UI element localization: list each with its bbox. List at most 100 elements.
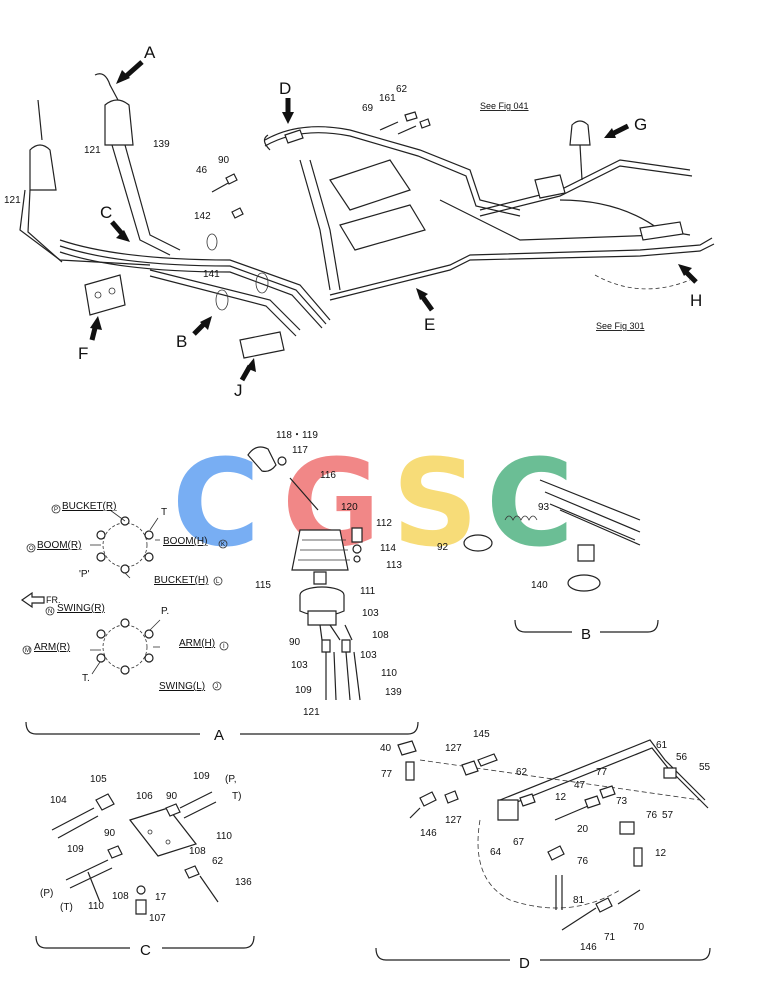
arrow-d	[282, 98, 294, 124]
mark: K	[221, 542, 225, 548]
label-arrow-c: C	[100, 203, 112, 222]
part-label: 55	[699, 762, 711, 773]
part-label: 116	[320, 470, 336, 481]
arrow-e	[416, 288, 435, 312]
mark: O	[29, 546, 34, 552]
mark: L	[216, 579, 220, 585]
caption-b: B	[581, 626, 591, 643]
part-label: 108	[189, 846, 206, 857]
arrow-j	[239, 358, 256, 382]
mark: J	[215, 684, 218, 690]
part-label: 108	[372, 630, 389, 641]
watermark-letter: C	[172, 435, 260, 574]
label-arrow-b: B	[176, 332, 187, 351]
part-label: 109	[193, 771, 210, 782]
part-label: 76	[646, 810, 658, 821]
part-label: 127	[445, 815, 462, 826]
label-arrow-g: G	[634, 115, 647, 134]
mark: M	[25, 648, 30, 654]
part-label: 136	[235, 877, 252, 888]
part-label: 77	[596, 767, 608, 778]
part-label: 77	[381, 769, 393, 780]
label-t-port: T	[161, 507, 167, 518]
part-label: 121	[4, 195, 21, 206]
label-arrow-j: J	[234, 381, 243, 400]
part-label: 108	[112, 891, 129, 902]
label-arrow-d: D	[279, 79, 291, 98]
panel-d: 40 77 127 145 61 56 55 62 47 77 12 73 14…	[375, 729, 711, 972]
cgsc-watermark: C G S C	[172, 435, 574, 574]
label-arrow-e: E	[424, 315, 435, 334]
label-arm-r: ARM(R)	[34, 642, 70, 653]
part-label: 146	[420, 828, 437, 839]
port-label: (P)	[40, 888, 53, 899]
port-label: (T)	[60, 902, 73, 913]
ref-fig-041: See Fig 041	[480, 101, 529, 111]
part-label: 90	[289, 637, 301, 648]
part-label: 62	[212, 856, 224, 867]
part-label: 71	[604, 932, 616, 943]
label-p-port: 'P'	[79, 569, 90, 580]
part-label: 110	[216, 831, 232, 842]
part-label: 113	[386, 560, 402, 571]
part-label: 117	[292, 445, 308, 456]
label-t2-port: T.	[82, 673, 90, 684]
watermark-letter: C	[486, 435, 574, 574]
part-label: 139	[385, 687, 402, 698]
part-label: 76	[577, 856, 589, 867]
label-arrow-a: A	[144, 43, 156, 62]
part-label: 115	[255, 580, 271, 591]
label-boom-r: BOOM(R)	[37, 540, 81, 551]
watermark-letter: S	[392, 435, 478, 574]
part-label: 111	[360, 586, 376, 597]
part-label: 142	[194, 211, 211, 222]
panel-a: BUCKET(R) BOOM(R) BOOM(H) 'P' T BUCKET(H…	[20, 430, 419, 744]
part-label: 12	[655, 848, 667, 859]
part-label: 67	[513, 837, 525, 848]
label-bucket-r: BUCKET(R)	[62, 501, 116, 512]
part-label: 103	[362, 608, 379, 619]
part-label: 139	[153, 139, 170, 150]
part-label: 161	[379, 93, 396, 104]
part-label: 90	[166, 791, 178, 802]
arrow-f	[89, 316, 102, 341]
part-label: 121	[84, 145, 101, 156]
part-label: 17	[155, 892, 167, 903]
label-front: FR.	[46, 595, 61, 605]
arrow-c	[110, 220, 130, 242]
label-p2-port: P.	[161, 606, 169, 617]
part-label: 105	[90, 774, 107, 785]
overview-assembly: A B C D E F G H J See Fig 041 See Fig 30…	[4, 43, 715, 400]
part-label: 73	[616, 796, 628, 807]
part-label: 109	[67, 844, 84, 855]
panel-c: 105 104 106 109 90 90 110 108 109 62 136…	[35, 771, 255, 959]
part-label: 118・119	[276, 430, 318, 441]
port-label: T)	[232, 791, 241, 802]
label-bucket-h: BUCKET(H)	[154, 575, 208, 586]
part-label: 120	[341, 502, 358, 513]
label-boom-h: BOOM(H)	[163, 536, 207, 547]
part-label: 92	[437, 542, 449, 553]
label-arrow-h: H	[690, 291, 702, 310]
part-label: 62	[396, 84, 408, 95]
part-label: 46	[196, 165, 208, 176]
part-label: 140	[531, 580, 548, 591]
port-label: (P,	[225, 774, 237, 785]
part-label: 110	[88, 901, 104, 912]
label-arrow-f: F	[78, 344, 88, 363]
part-label: 64	[490, 847, 502, 858]
part-label: 104	[50, 795, 67, 806]
part-label: 112	[376, 518, 392, 529]
part-label: 121	[303, 707, 320, 718]
caption-a: A	[214, 727, 224, 744]
arrow-g	[604, 123, 630, 138]
part-label: 127	[445, 743, 462, 754]
part-label: 141	[203, 269, 220, 280]
arrow-h	[678, 264, 698, 284]
ref-fig-301: See Fig 301	[596, 321, 645, 331]
mark: N	[48, 609, 52, 615]
part-label: 56	[676, 752, 688, 763]
part-label: 12	[555, 792, 567, 803]
part-label: 61	[656, 740, 668, 751]
